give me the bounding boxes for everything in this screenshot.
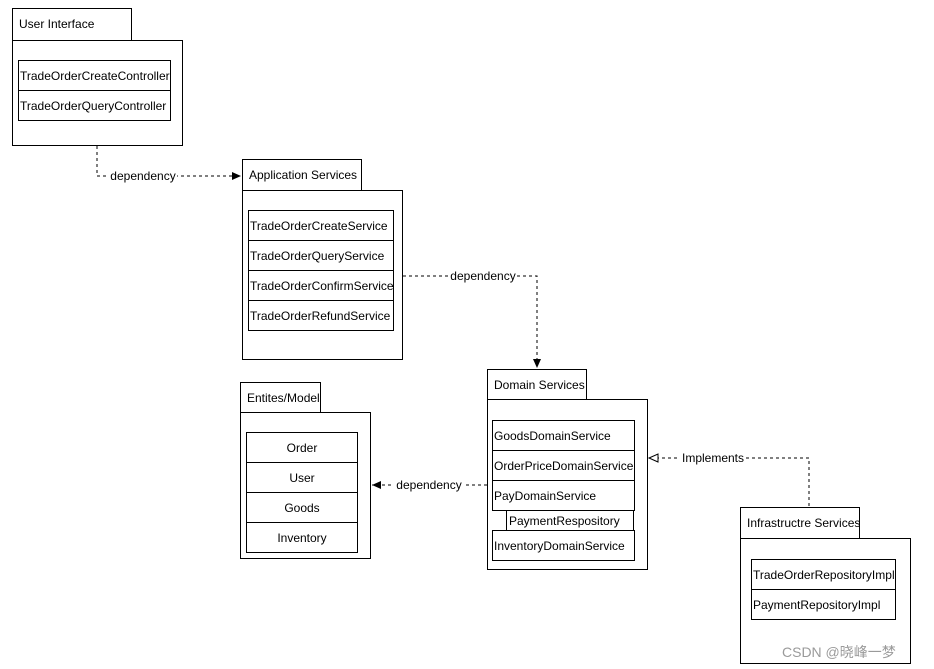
package-tab-entities-model: Entites/Model xyxy=(240,382,321,413)
edge-label-domain-to-entities: dependency xyxy=(396,478,461,492)
class-inventory-domain-service: InventoryDomainService xyxy=(492,530,635,561)
package-title-entities-model: Entites/Model xyxy=(247,391,320,405)
class-order: Order xyxy=(246,432,358,463)
class-inventory: Inventory xyxy=(246,522,358,553)
package-title-domain-services: Domain Services xyxy=(494,378,585,392)
class-trade-order-create-controller: TradeOrderCreateController xyxy=(18,60,171,91)
edge-label-infra-to-domain: Implements xyxy=(682,451,744,465)
package-entities-model: Order User Goods Inventory xyxy=(240,412,371,559)
class-goods-domain-service: GoodsDomainService xyxy=(492,420,635,451)
package-user-interface: TradeOrderCreateController TradeOrderQue… xyxy=(12,40,183,146)
class-trade-order-confirm-service: TradeOrderConfirmService xyxy=(248,270,394,301)
class-pay-domain-service: PayDomainService xyxy=(492,480,635,511)
class-payment-repository-impl: PaymentRepositoryImpl xyxy=(751,589,896,620)
edge-ui-to-app: dependency xyxy=(96,146,241,184)
class-payment-respository: PaymentRespository xyxy=(506,510,634,531)
class-trade-order-query-controller: TradeOrderQueryController xyxy=(18,90,171,121)
edge-domain-to-entities: dependency xyxy=(372,477,487,493)
class-order-price-domain-service: OrderPriceDomainService xyxy=(492,450,635,481)
class-trade-order-query-service: TradeOrderQueryService xyxy=(248,240,394,271)
edge-app-to-domain: dependency xyxy=(403,268,541,368)
class-trade-order-refund-service: TradeOrderRefundService xyxy=(248,300,394,331)
watermark: CSDN @晓峰一梦 xyxy=(782,644,896,660)
package-title-application-services: Application Services xyxy=(249,168,358,182)
edge-infra-to-domain: Implements xyxy=(647,450,810,506)
package-infrastructure-services: TradeOrderRepositoryImpl PaymentReposito… xyxy=(740,538,911,664)
package-title-infrastructure-services: Infrastructre Services xyxy=(747,516,861,530)
package-title-user-interface: User Interface xyxy=(19,17,95,31)
class-trade-order-repository-impl: TradeOrderRepositoryImpl xyxy=(751,559,896,590)
edge-label-app-to-domain: dependency xyxy=(450,269,515,283)
edge-label-ui-to-app: dependency xyxy=(110,169,175,183)
package-tab-user-interface: User Interface xyxy=(12,8,132,41)
package-domain-services: GoodsDomainService OrderPriceDomainServi… xyxy=(487,399,648,570)
package-application-services: TradeOrderCreateService TradeOrderQueryS… xyxy=(242,190,403,360)
